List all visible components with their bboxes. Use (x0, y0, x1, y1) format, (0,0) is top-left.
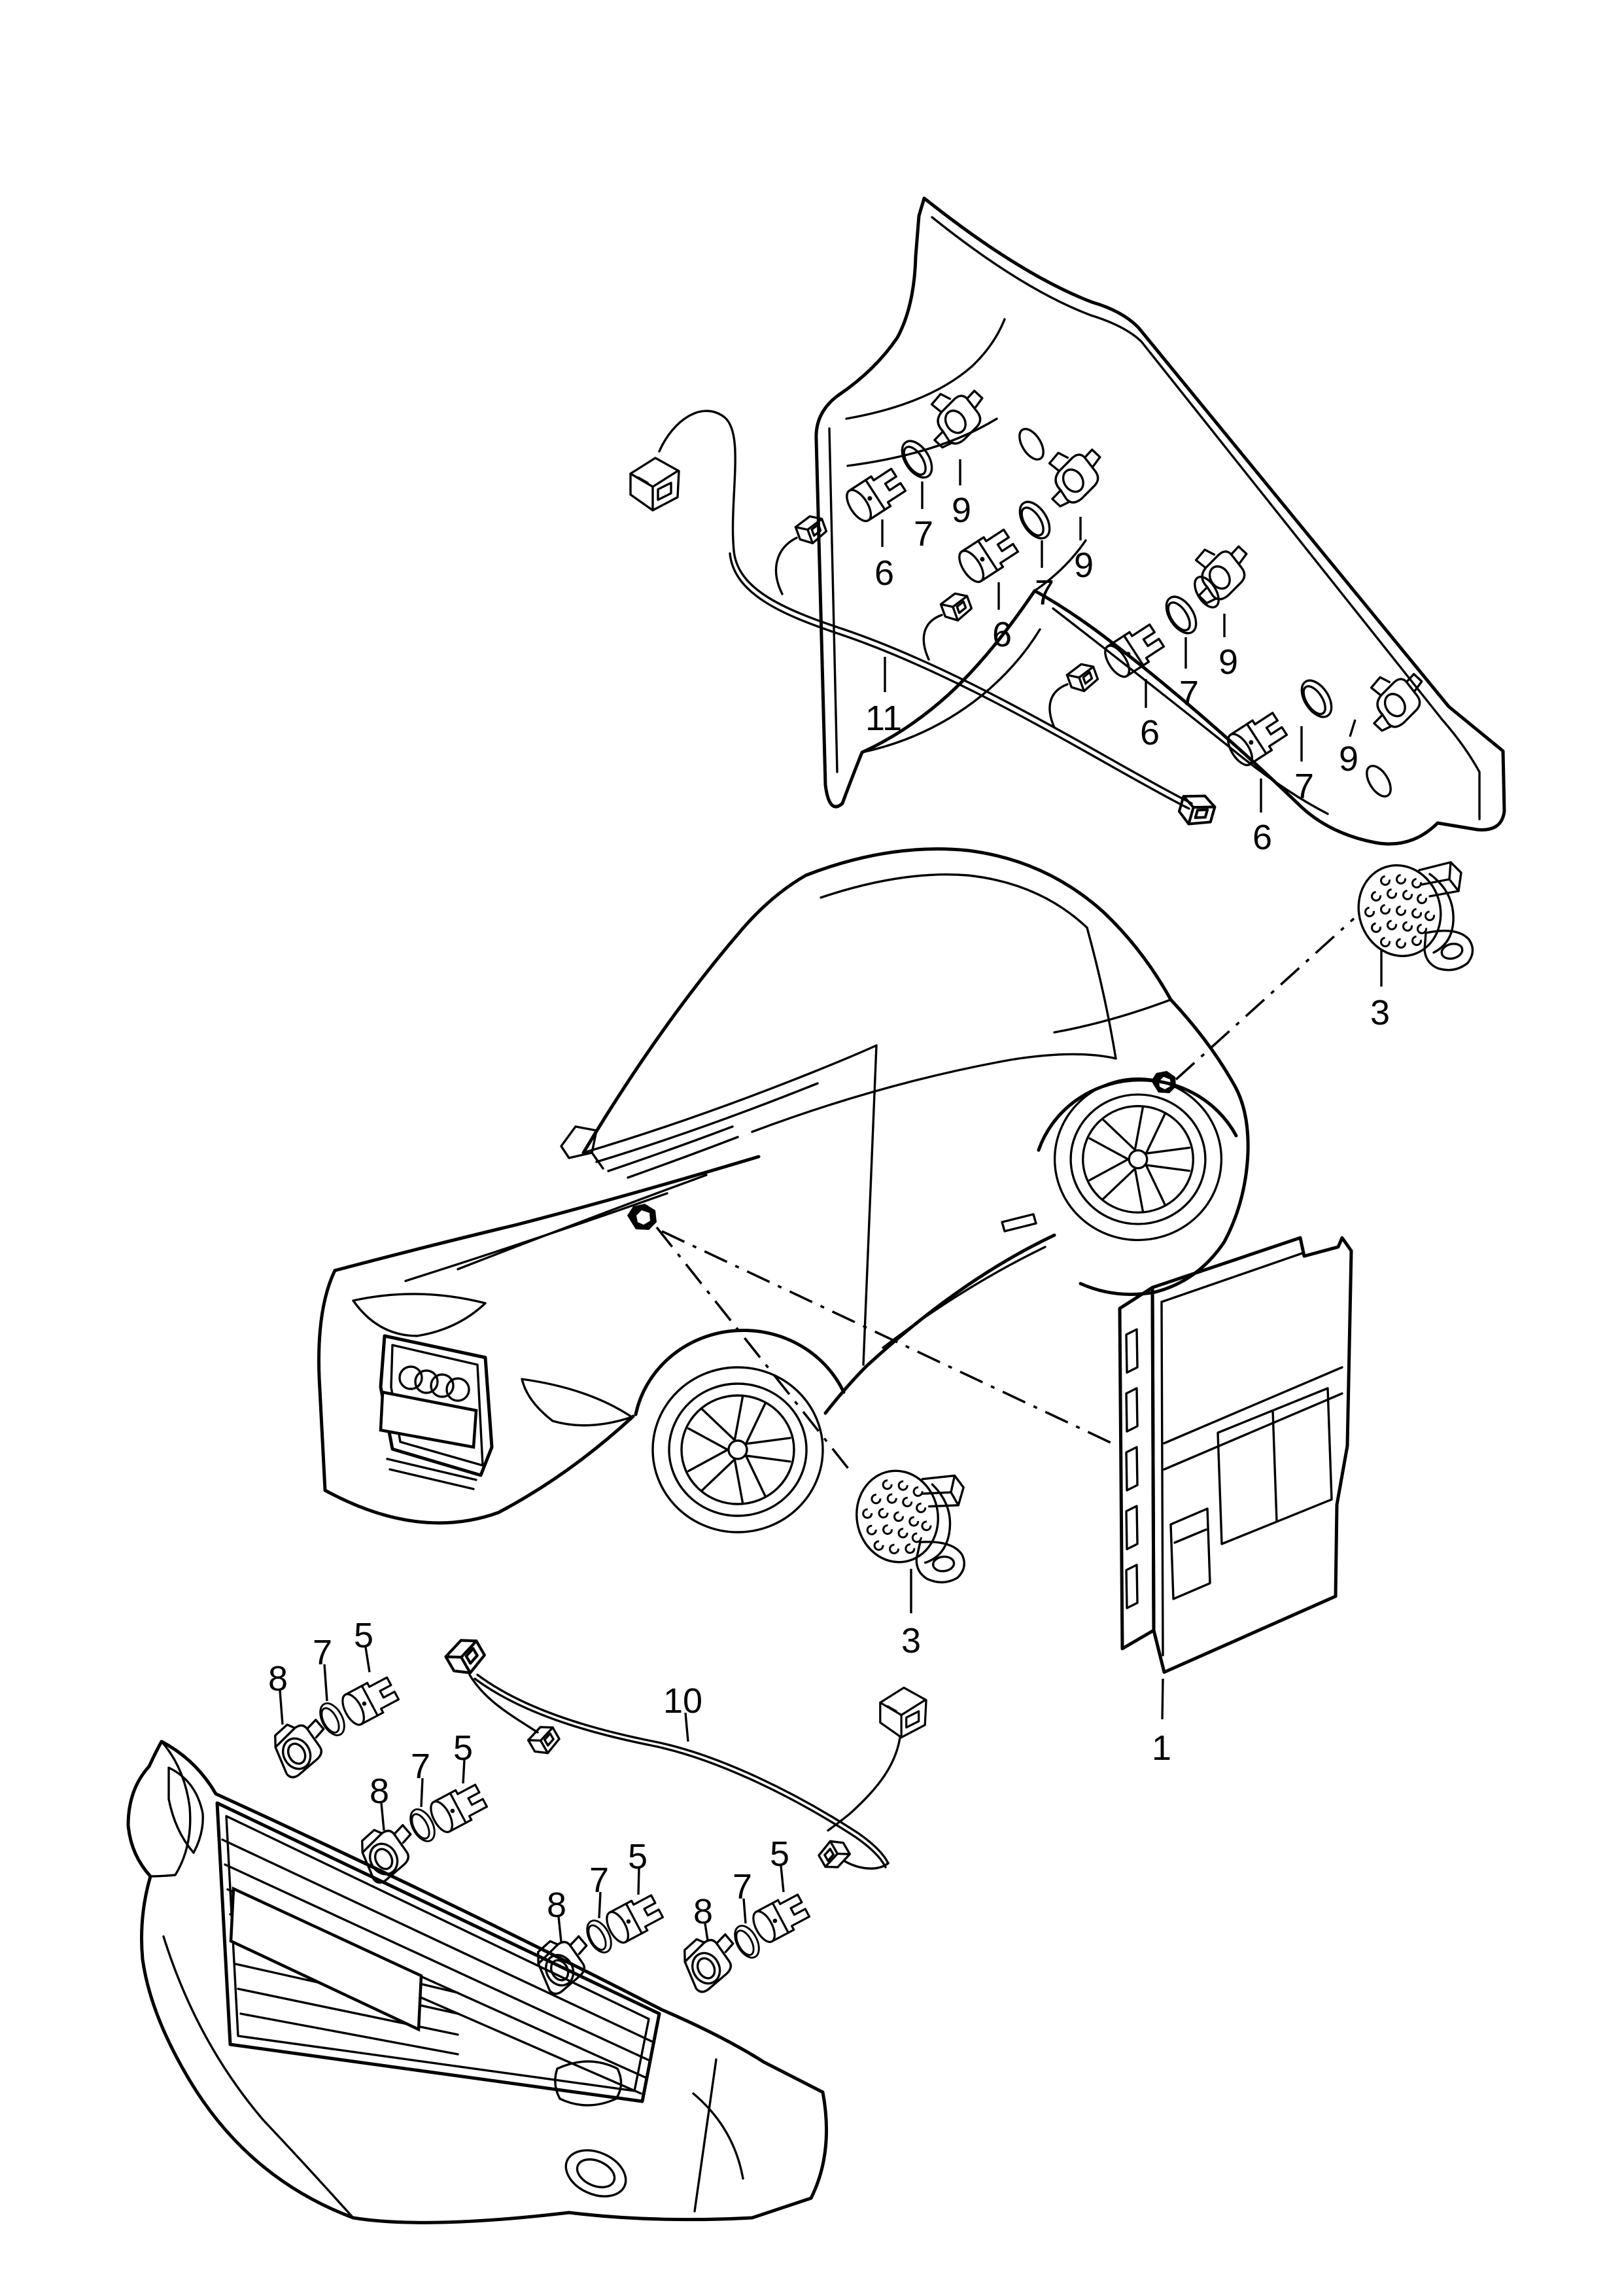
front-ring-2 (404, 1804, 441, 1846)
callout-leader-front-g1-sensor (364, 1647, 371, 1673)
callout-front-g1-sensor: 5 (354, 1616, 373, 1655)
rear-ring-1 (895, 434, 939, 484)
rear-sensor-3 (1099, 620, 1167, 682)
front-bracket-1 (265, 1709, 339, 1781)
callout-buzzer-front: 3 (901, 1621, 921, 1660)
callout-rear-g4-ring: 7 (1294, 767, 1314, 806)
front-ring-3 (581, 1916, 617, 1957)
rear-harness-branch-connector-2 (937, 589, 975, 625)
installation-leader-lines (655, 917, 1355, 1471)
front-sensor-3 (601, 1890, 666, 1948)
callout-front-g1-ring: 7 (313, 1633, 332, 1672)
callout-rear-g4-sensor: 6 (1253, 818, 1272, 857)
callout-rear-g2-bracket: 9 (1074, 546, 1094, 585)
callout-rear-g3-sensor: 6 (1140, 713, 1160, 752)
callout-rear-g3-bracket: 9 (1218, 642, 1238, 682)
rear-sensor-4 (1222, 708, 1290, 771)
callout-rear-g2-ring: 7 (1035, 573, 1054, 612)
buzzer-front-drawing (835, 1452, 979, 1587)
rear-ring-3 (1159, 590, 1203, 640)
callout-leader-control-unit (1161, 1678, 1164, 1720)
callout-rear-g1-sensor: 6 (874, 553, 894, 593)
rear-harness-branch-connector-3 (1063, 659, 1101, 696)
rear-ring-2 (1012, 495, 1057, 545)
callout-control-unit: 1 (1152, 1728, 1171, 1768)
callout-leader-front-g4-bracket (704, 1923, 709, 1941)
car-drawing (317, 847, 1250, 1533)
callout-leader-front-g1-bracket (279, 1690, 284, 1725)
callout-rear-g4-bracket: 9 (1339, 739, 1358, 779)
front-harness-module-plug (879, 1687, 927, 1739)
rear-harness-end-connector (1177, 790, 1217, 830)
front-harness-branch-connector (814, 1834, 854, 1874)
rear-ring-4 (1294, 674, 1339, 724)
rear-bracket-2 (1031, 434, 1115, 514)
callout-rear-harness: 11 (865, 699, 902, 738)
callout-leader-front-harness (684, 1712, 689, 1742)
callout-front-g4-bracket: 8 (693, 1892, 713, 1931)
callout-front-g1-bracket: 8 (268, 1659, 288, 1698)
callout-leader-front-g3-ring (598, 1891, 602, 1919)
front-ring-4 (729, 1921, 765, 1963)
callout-rear-g2-sensor: 6 (992, 615, 1012, 654)
audi-rings-icon (398, 1365, 470, 1402)
rear-harness-branch-connector-1 (792, 512, 830, 548)
callout-leader-front-g1-ring (323, 1664, 328, 1702)
rear-sensor-1 (840, 464, 909, 527)
callout-leader-front-g3-sensor (637, 1868, 640, 1895)
rear-harness-drawing (629, 410, 1217, 830)
rear-wheel (1053, 1077, 1223, 1242)
callout-front-g2-bracket: 8 (370, 1772, 389, 1811)
control-module-drawing (1118, 1236, 1353, 1674)
callout-buzzer-rear: 3 (1370, 993, 1390, 1032)
front-bumper-drawing (126, 1740, 829, 2224)
license-plate-recess (229, 1886, 423, 2032)
front-harness-drawing (443, 1634, 927, 1874)
callout-front-g2-sensor: 5 (453, 1728, 473, 1768)
rear-mount-grommet (1151, 1071, 1176, 1093)
rear-bracket-1 (914, 375, 997, 455)
callout-leader-rear-g4-bracket (1349, 719, 1356, 737)
callout-front-g4-ring: 7 (733, 1867, 752, 1906)
callout-front-g3-sensor: 5 (628, 1837, 648, 1876)
callout-rear-g3-ring: 7 (1179, 674, 1199, 713)
rear-bumper-drawing (814, 196, 1506, 846)
callout-front-g2-ring: 7 (411, 1747, 430, 1786)
callout-front-g3-bracket: 8 (547, 1885, 566, 1925)
front-mount-grommet (627, 1204, 657, 1230)
callout-rear-g1-bracket: 9 (952, 491, 971, 530)
buzzer-rear-drawing (1345, 853, 1474, 972)
rear-sensor-2 (953, 525, 1022, 587)
rear-bracket-3 (1178, 531, 1262, 610)
front-sensor-2 (425, 1779, 491, 1837)
front-sensor-1 (337, 1672, 402, 1730)
front-harness-connector-1 (443, 1634, 489, 1679)
callout-leader-front-g3-bracket (557, 1916, 562, 1942)
callout-leader-front-g2-bracket (380, 1802, 385, 1831)
callout-rear-g1-ring: 7 (914, 514, 933, 553)
callout-front-g4-sensor: 5 (770, 1834, 789, 1874)
front-sensor-4 (748, 1889, 813, 1947)
callout-leader-front-g2-sensor (462, 1759, 466, 1784)
callout-front-g3-ring: 7 (589, 1861, 609, 1900)
rear-harness-module-plug (629, 457, 680, 512)
front-wheel (651, 1366, 824, 1533)
callout-front-harness: 10 (663, 1681, 702, 1721)
callout-leader-front-g4-sensor (780, 1865, 785, 1893)
rear-bracket-4 (1353, 658, 1437, 738)
callout-leader-front-g2-ring (420, 1778, 424, 1808)
callout-leader-front-g4-ring (742, 1898, 747, 1924)
